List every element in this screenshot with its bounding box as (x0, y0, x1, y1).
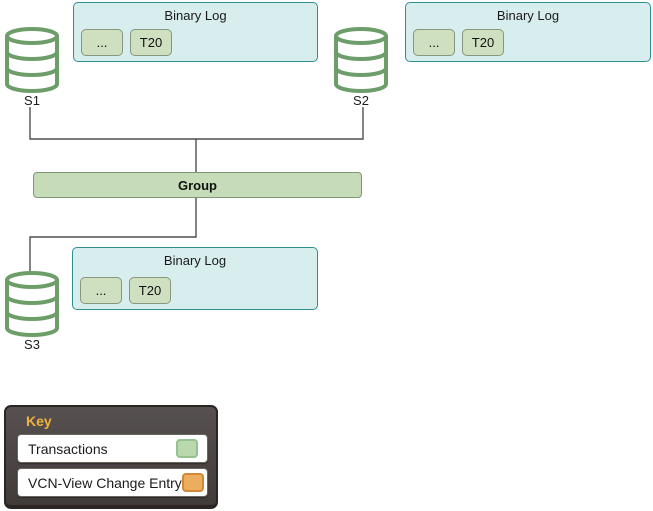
legend-label-transactions: Transactions (28, 440, 108, 457)
transaction-box-ellipsis: ... (81, 29, 123, 56)
binary-log-title: Binary Log (496, 8, 560, 23)
key-legend-title: Key (26, 413, 52, 429)
transaction-box-ellipsis: ... (413, 29, 455, 56)
legend-swatch-vcn (181, 473, 204, 492)
transaction-box-t20: T20 (462, 29, 504, 56)
transaction-box-ellipsis: ... (80, 277, 122, 304)
binary-log-entries: ... T20 (80, 277, 171, 304)
transaction-box-t20: T20 (129, 277, 171, 304)
binary-log-title: Binary Log (164, 8, 227, 23)
group-box: Group (33, 172, 362, 198)
legend-row-vcn: VCN-View Change Entry (17, 468, 208, 497)
binary-log-box-s2: Binary Log ... T20 (405, 2, 651, 62)
key-legend: Key Transactions VCN-View Change Entry (4, 405, 218, 509)
binary-log-box-s1: Binary Log ... T20 (73, 2, 318, 62)
binary-log-box-s3: Binary Log ... T20 (72, 247, 318, 310)
binary-log-entries: ... T20 (81, 29, 172, 56)
server-s2-label: S2 (353, 93, 369, 108)
server-s3-label: S3 (24, 337, 40, 352)
server-s2-database-icon (333, 27, 389, 93)
server-s3-database-icon (4, 271, 60, 337)
legend-label-vcn: VCN-View Change Entry (28, 474, 182, 491)
binary-log-title: Binary Log (163, 253, 227, 268)
transaction-box-t20: T20 (130, 29, 172, 56)
legend-row-transactions: Transactions (17, 434, 208, 463)
server-s1-database-icon (4, 27, 60, 93)
key-legend-rows: Transactions VCN-View Change Entry (17, 434, 208, 502)
binary-log-entries: ... T20 (413, 29, 504, 56)
legend-swatch-transactions (176, 439, 198, 458)
server-s1-label: S1 (24, 93, 40, 108)
